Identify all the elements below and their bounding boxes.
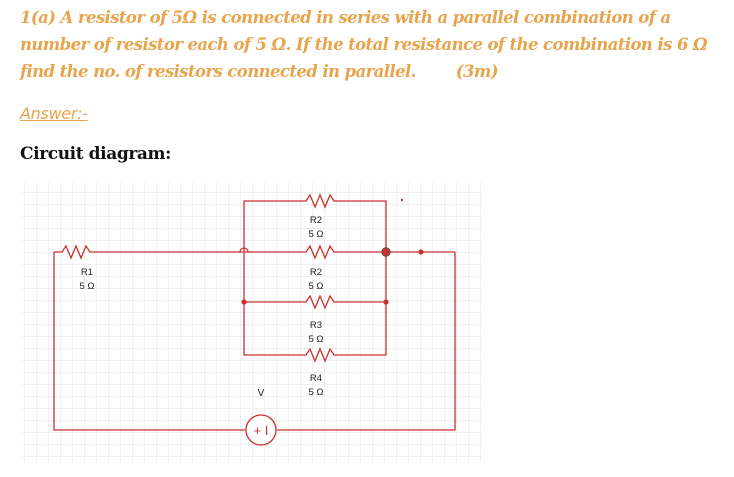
question-line-1: 1(a) A resistor of 5Ω is connected in se… [20,8,671,27]
question-line-3-text: find the no. of resistors connected in p… [20,62,416,81]
marks-label: (3m) [455,62,499,81]
answer-label: Answer:- [20,104,88,123]
question-line-2: number of resistor each of 5 Ω. If the t… [20,35,708,54]
resistor-r4 [298,347,342,363]
voltage-source-icon [245,414,277,446]
resistor-r1 [54,244,98,260]
grid-background [22,182,482,462]
circuit-heading: Circuit diagram: [20,144,171,164]
source-label: V [258,388,265,399]
junction-dots [241,198,424,305]
question-line-3: find the no. of resistors connected in p… [20,58,725,85]
r2b-name: R2 [310,267,322,278]
r3-name: R3 [310,320,322,331]
r2a-value: 5 Ω [308,229,323,240]
r4-name: R4 [310,373,322,384]
wire-crossover [239,247,249,253]
r4-value: 5 Ω [308,387,323,398]
resistor-r3 [298,294,342,310]
resistor-labels: R1 5 Ω R2 5 Ω R2 5 Ω R3 5 Ω R4 5 Ω [79,215,323,398]
question-text: 1(a) A resistor of 5Ω is connected in se… [20,4,725,85]
source-symbol: + I [254,423,269,438]
r3-value: 5 Ω [308,334,323,345]
r2a-name: R2 [310,215,322,226]
resistor-r2-b [298,244,342,260]
r1-value: 5 Ω [79,281,94,292]
resistor-zigzags [54,193,342,363]
junction-node [381,247,391,257]
r2b-value: 5 Ω [308,281,323,292]
resistor-r2-a [298,193,342,209]
r1-name: R1 [81,267,93,278]
